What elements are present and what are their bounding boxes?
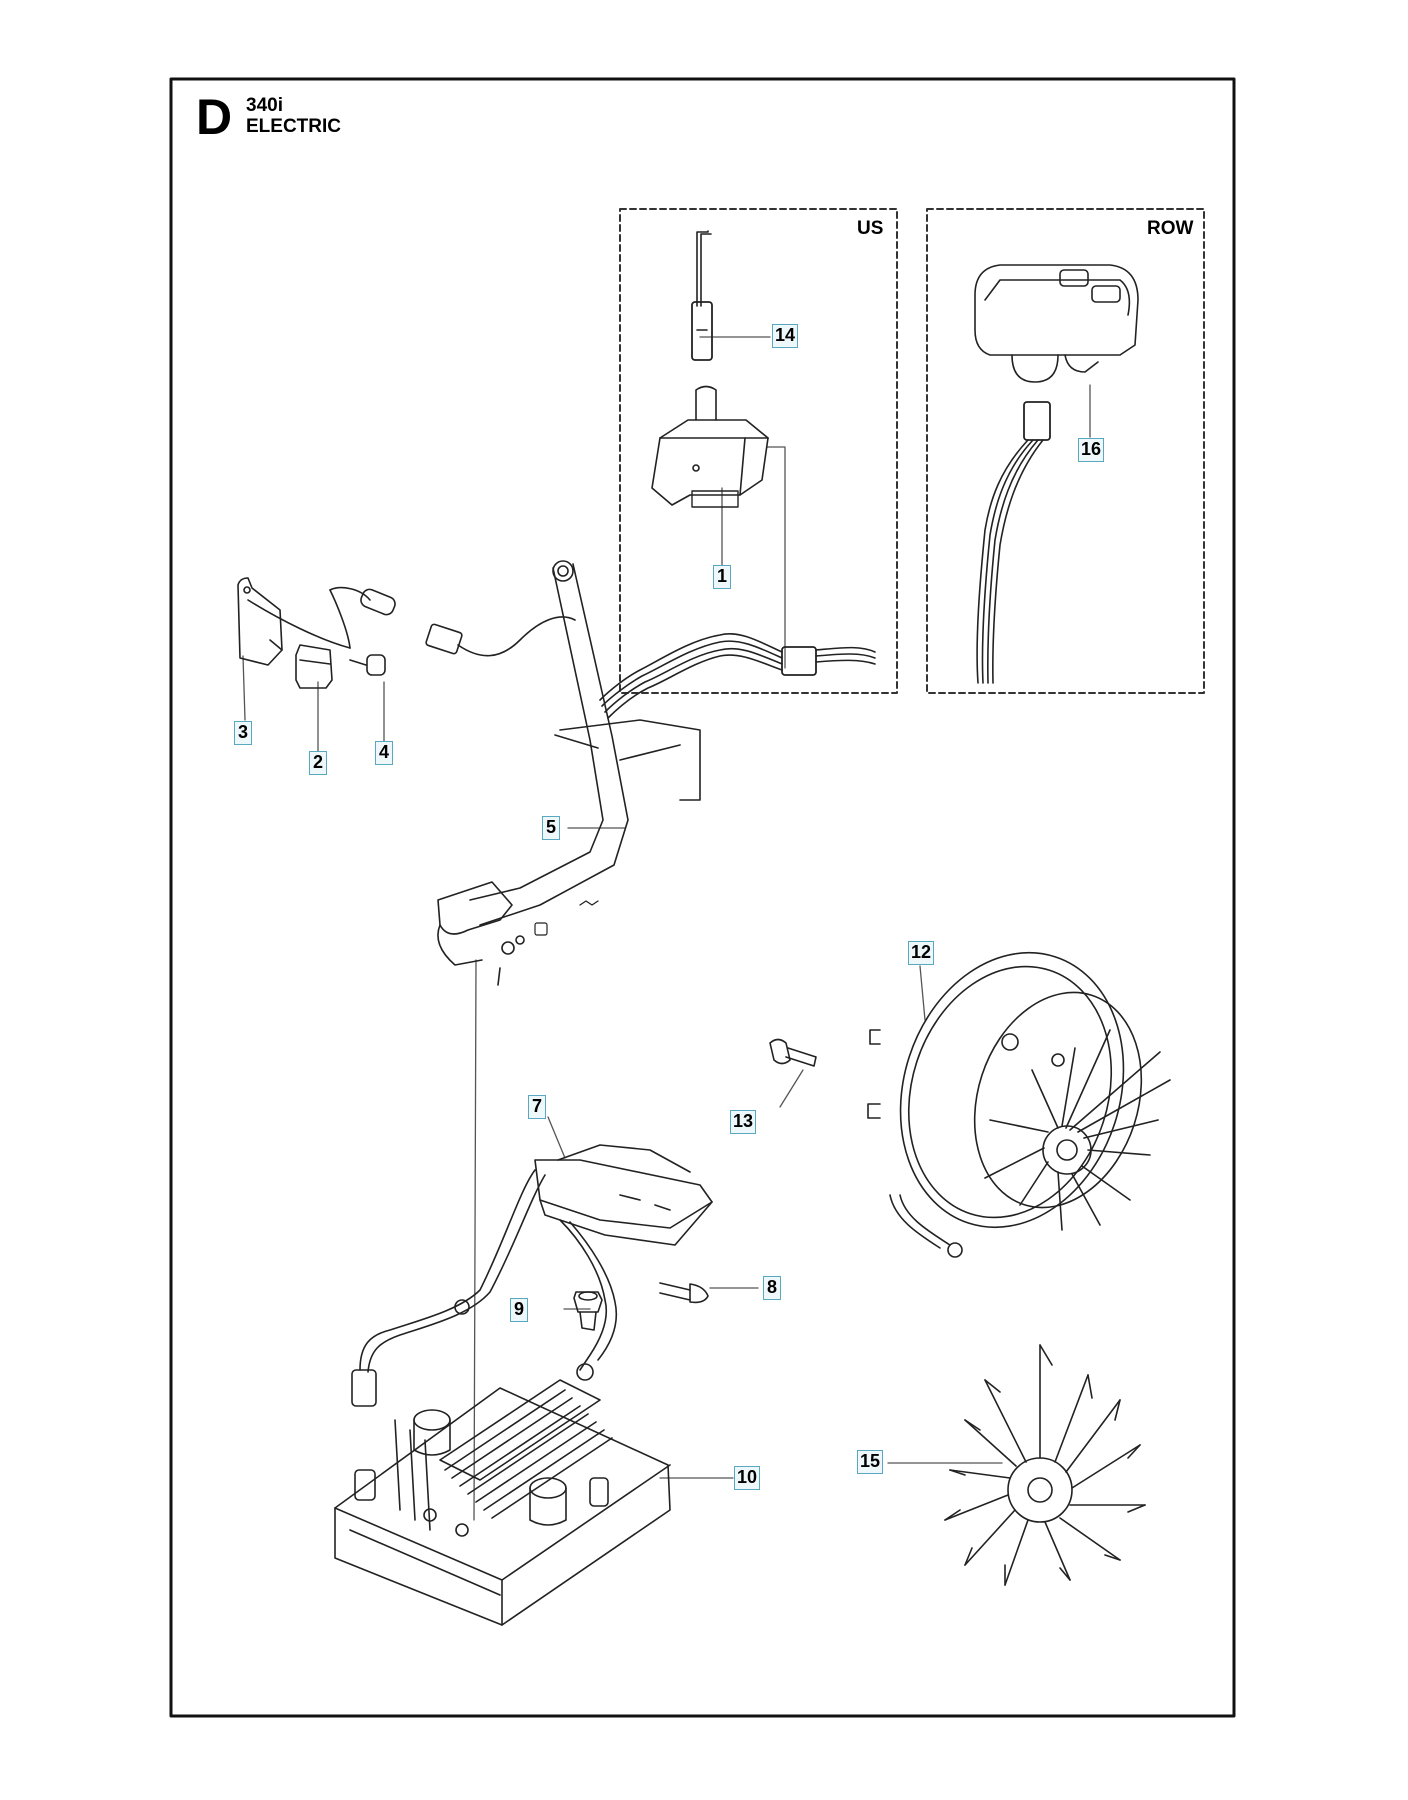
part-10-module <box>334 1379 671 1626</box>
callout-2: 2 <box>309 751 327 775</box>
callout-7: 7 <box>528 1095 546 1119</box>
part-8-screw <box>659 1282 709 1304</box>
us-region-box <box>619 208 898 694</box>
section-title: ELECTRIC <box>246 116 341 137</box>
part-12-stator <box>867 951 1171 1258</box>
part-16-switch <box>974 264 1139 684</box>
diagram-frame <box>169 77 1236 1718</box>
callout-9: 9 <box>510 1298 528 1322</box>
callout-16: 16 <box>1078 438 1105 462</box>
part-14-lever <box>691 230 713 361</box>
part-13-bolt <box>769 1038 817 1067</box>
callout-10: 10 <box>734 1466 761 1490</box>
row-region-label: ROW <box>1147 218 1194 239</box>
callout-4: 4 <box>375 741 393 765</box>
part-1-switch <box>651 385 769 508</box>
callout-3: 3 <box>234 721 252 745</box>
part-5-handle <box>437 560 701 986</box>
parts-2-3-4 <box>237 577 576 689</box>
leader-lines <box>242 336 1091 1521</box>
model-label: 340i <box>246 95 283 116</box>
callout-8: 8 <box>763 1276 781 1300</box>
callout-15: 15 <box>857 1450 884 1474</box>
section-letter: D <box>196 89 233 145</box>
part-7-bracket <box>351 1144 713 1407</box>
row-region-box <box>926 208 1205 694</box>
callout-12: 12 <box>908 941 935 965</box>
part-9-screw <box>573 1291 603 1331</box>
part-15-fan <box>944 1344 1146 1586</box>
callout-14: 14 <box>772 324 799 348</box>
callout-13: 13 <box>730 1110 757 1134</box>
us-region-label: US <box>857 218 884 239</box>
harness-upper <box>599 633 876 719</box>
callout-1: 1 <box>713 565 731 589</box>
callout-5: 5 <box>542 816 560 840</box>
